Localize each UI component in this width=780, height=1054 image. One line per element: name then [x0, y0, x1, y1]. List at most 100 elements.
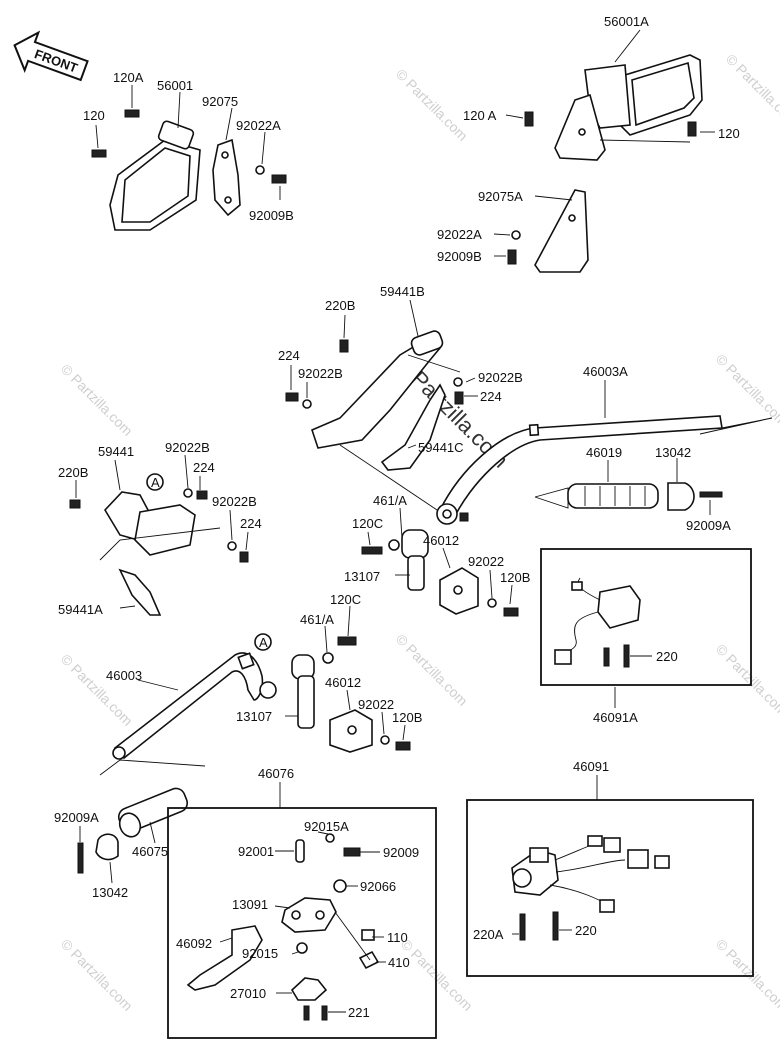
holder-59441A-icon	[118, 568, 162, 616]
bolt-icon	[524, 111, 534, 127]
part-label: 110	[387, 930, 408, 945]
bolt-icon	[271, 174, 287, 184]
part-label: 120 A	[463, 108, 497, 123]
right-mirror-assembly	[507, 54, 703, 273]
handlebar-holder-assembly	[285, 330, 464, 471]
part-label: 220A	[473, 927, 504, 942]
watermark-text: © Partzilla.com	[713, 936, 780, 1014]
part-label: 56001A	[604, 14, 649, 29]
part-label: 56001	[157, 78, 193, 93]
switch-icon	[333, 879, 347, 893]
left-mirror-assembly	[91, 109, 287, 231]
switch-46091A-box	[540, 548, 752, 686]
part-label: 224	[193, 460, 215, 475]
holder-59441B-icon	[311, 339, 442, 449]
part-label: 46076	[258, 766, 294, 781]
right-bracket-icon	[534, 189, 589, 273]
part-label: 220	[575, 923, 597, 938]
nut-icon	[296, 942, 308, 954]
part-label: 92009A	[686, 518, 731, 533]
screw-icon	[519, 913, 526, 941]
part-label: 92009B	[249, 208, 294, 223]
clutch-lever-assembly	[186, 833, 380, 1021]
part-label: 220B	[58, 465, 88, 480]
washer-icon	[183, 488, 193, 498]
part-label: 224	[278, 348, 300, 363]
bolt-icon	[77, 842, 84, 874]
holder-59441C-icon	[380, 383, 446, 471]
switch-27010-icon	[290, 977, 328, 1001]
washer-icon	[325, 833, 335, 843]
part-label: 461/A	[300, 612, 334, 627]
part-label: 120B	[500, 570, 530, 585]
front-arrow-icon: FRONT	[13, 30, 89, 82]
washer-icon	[227, 541, 237, 551]
switch-46091-icon	[511, 835, 670, 941]
bolt-icon	[459, 512, 469, 522]
switch-46091A-icon	[554, 577, 641, 668]
part-label: 120C	[330, 592, 361, 607]
switch-46091-box	[466, 799, 754, 977]
part-label: 27010	[230, 986, 266, 1001]
watermark-text: © Partzilla.com	[58, 651, 136, 729]
part-label: 92015A	[304, 819, 349, 834]
part-label: 59441A	[58, 602, 103, 617]
part-label: 92022B	[212, 494, 257, 509]
bar-end-weight-icon	[667, 482, 695, 511]
lever-holder-13091-icon	[281, 897, 337, 933]
part-label: 92022	[358, 697, 394, 712]
part-label: 92022	[468, 554, 504, 569]
part-label: 92066	[360, 879, 396, 894]
part-label: 13107	[344, 569, 380, 584]
part-label: 92022A	[437, 227, 482, 242]
screw-icon	[552, 911, 559, 941]
part-label: 46012	[325, 675, 361, 690]
callout-a-label: A	[151, 475, 160, 490]
part-label: 46091A	[593, 710, 638, 725]
part-label: 120C	[352, 516, 383, 531]
washer-icon	[487, 598, 497, 608]
right-grip-icon	[567, 483, 659, 509]
watermark-text: © Partzilla.com	[393, 66, 471, 144]
screw-icon	[603, 647, 610, 667]
left-grip-assembly	[77, 787, 189, 874]
watermark-text: © Partzilla.com	[58, 936, 136, 1014]
part-label: 92022B	[165, 440, 210, 455]
part-label: 120	[83, 108, 105, 123]
part-label: 224	[240, 516, 262, 531]
part-label: 13107	[236, 709, 272, 724]
part-label: 221	[348, 1005, 370, 1020]
part-label: 92001	[238, 844, 274, 859]
bolt-icon	[454, 391, 464, 405]
watermark-text: © Partzilla.com	[723, 51, 780, 129]
part-label: 92022B	[478, 370, 523, 385]
part-label: 92009B	[437, 249, 482, 264]
part-label: 59441	[98, 444, 134, 459]
washer-icon	[511, 230, 521, 240]
washer-icon	[322, 652, 334, 664]
bolt-icon	[343, 847, 361, 857]
part-label: 224	[480, 389, 502, 404]
part-label: 220B	[325, 298, 355, 313]
part-label: 46091	[573, 759, 609, 774]
part-label: 13091	[232, 897, 268, 912]
part-label: 120	[718, 126, 740, 141]
right-lever-holder-assembly	[361, 529, 519, 617]
part-label: 46003	[106, 668, 142, 683]
callout-a-icon	[146, 473, 164, 491]
left-lever-holder-assembly	[259, 636, 411, 753]
part-label: 92075A	[478, 189, 523, 204]
watermark-text: © Partzilla.com	[393, 631, 471, 709]
part-label: 92022B	[298, 366, 343, 381]
part-label: 220	[656, 649, 678, 664]
part-label: 59441C	[418, 440, 464, 455]
part-label: 92015	[242, 946, 278, 961]
bolt-icon	[507, 249, 517, 265]
right-grip-assembly	[567, 482, 723, 511]
watermark-text: © Partzilla.com	[58, 361, 136, 439]
clutch-lever-46092-icon	[186, 925, 263, 991]
bolt-icon	[196, 490, 208, 500]
bolt-icon	[69, 499, 81, 509]
left-holder-assembly	[69, 473, 249, 616]
